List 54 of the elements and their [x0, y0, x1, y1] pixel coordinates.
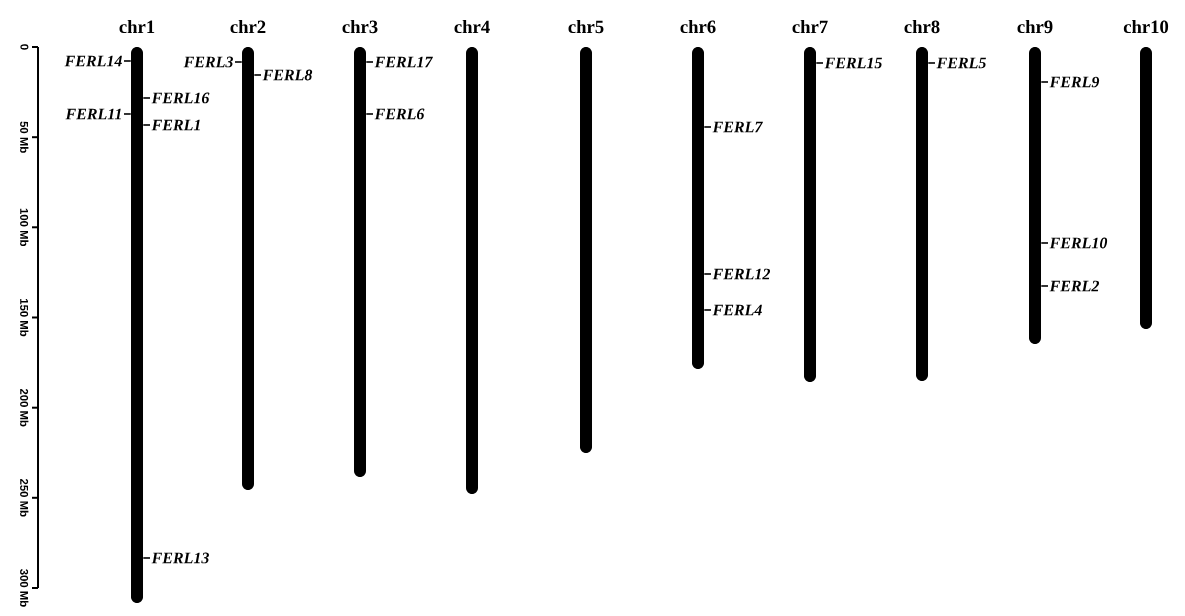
gene-label: FERL3	[183, 56, 233, 68]
node-label: chr3	[342, 19, 378, 34]
axis-label: 250 Mb	[20, 479, 29, 517]
gene-label: FERL15	[824, 57, 882, 69]
leader-line	[927, 62, 936, 64]
chromosome-bar: chr10	[1123, 20, 1169, 329]
leader-line	[703, 273, 712, 275]
node-label: chr9	[1017, 19, 1053, 34]
node-label: chr1	[119, 19, 155, 34]
leader-line	[365, 61, 374, 63]
gene-label: FERL16	[151, 92, 210, 104]
axis-label: 50 Mb	[20, 121, 29, 153]
leader-line	[142, 557, 151, 559]
leader-line	[703, 309, 712, 311]
axis-label: 200 Mb	[20, 388, 29, 427]
axis-label: 0	[20, 44, 29, 50]
gene-label: FERL1	[151, 119, 200, 131]
leader-line	[703, 126, 712, 128]
node-label: chr4	[454, 19, 490, 34]
gene-label: FERL5	[936, 57, 986, 69]
chromosome-bar: chr5	[568, 20, 604, 453]
node-label: chr5	[568, 19, 604, 34]
gene-label: FERL14	[64, 55, 122, 67]
leader-line	[1040, 242, 1049, 244]
leader-line	[253, 74, 262, 76]
gene-label: FERL8	[262, 69, 313, 81]
leader-line	[365, 113, 374, 115]
gene-label: FERL7	[712, 121, 763, 133]
gene-label: FERL12	[712, 268, 771, 280]
leader-line	[1040, 81, 1049, 83]
node-label: chr8	[904, 19, 940, 34]
gene-label: FERL13	[151, 552, 209, 564]
axis-label: 300 Mb	[20, 569, 29, 607]
gene-label: FERL11	[65, 108, 121, 120]
node-label: chr6	[680, 19, 716, 34]
gene-label: FERL6	[374, 108, 425, 120]
leader-line	[815, 62, 824, 64]
leader-line	[234, 61, 243, 63]
gene-label: FERL10	[1049, 237, 1108, 249]
node-label: chr10	[1123, 19, 1169, 34]
gene-label: FERL2	[1049, 280, 1100, 292]
chromosome-bar: chr4	[454, 20, 490, 494]
gene-label: FERL17	[374, 56, 433, 68]
leader-line	[123, 60, 132, 62]
node-label: chr2	[230, 19, 266, 34]
leader-line	[142, 97, 151, 99]
gene-label: FERL4	[712, 304, 762, 316]
leader-line	[123, 113, 132, 115]
gene-label: FERL9	[1049, 76, 1100, 88]
leader-line	[1040, 285, 1049, 287]
axis-label: 100 Mb	[20, 208, 29, 247]
node-label: chr7	[792, 19, 828, 34]
axis-label: 150 Mb	[20, 299, 29, 337]
leader-line	[142, 124, 151, 126]
